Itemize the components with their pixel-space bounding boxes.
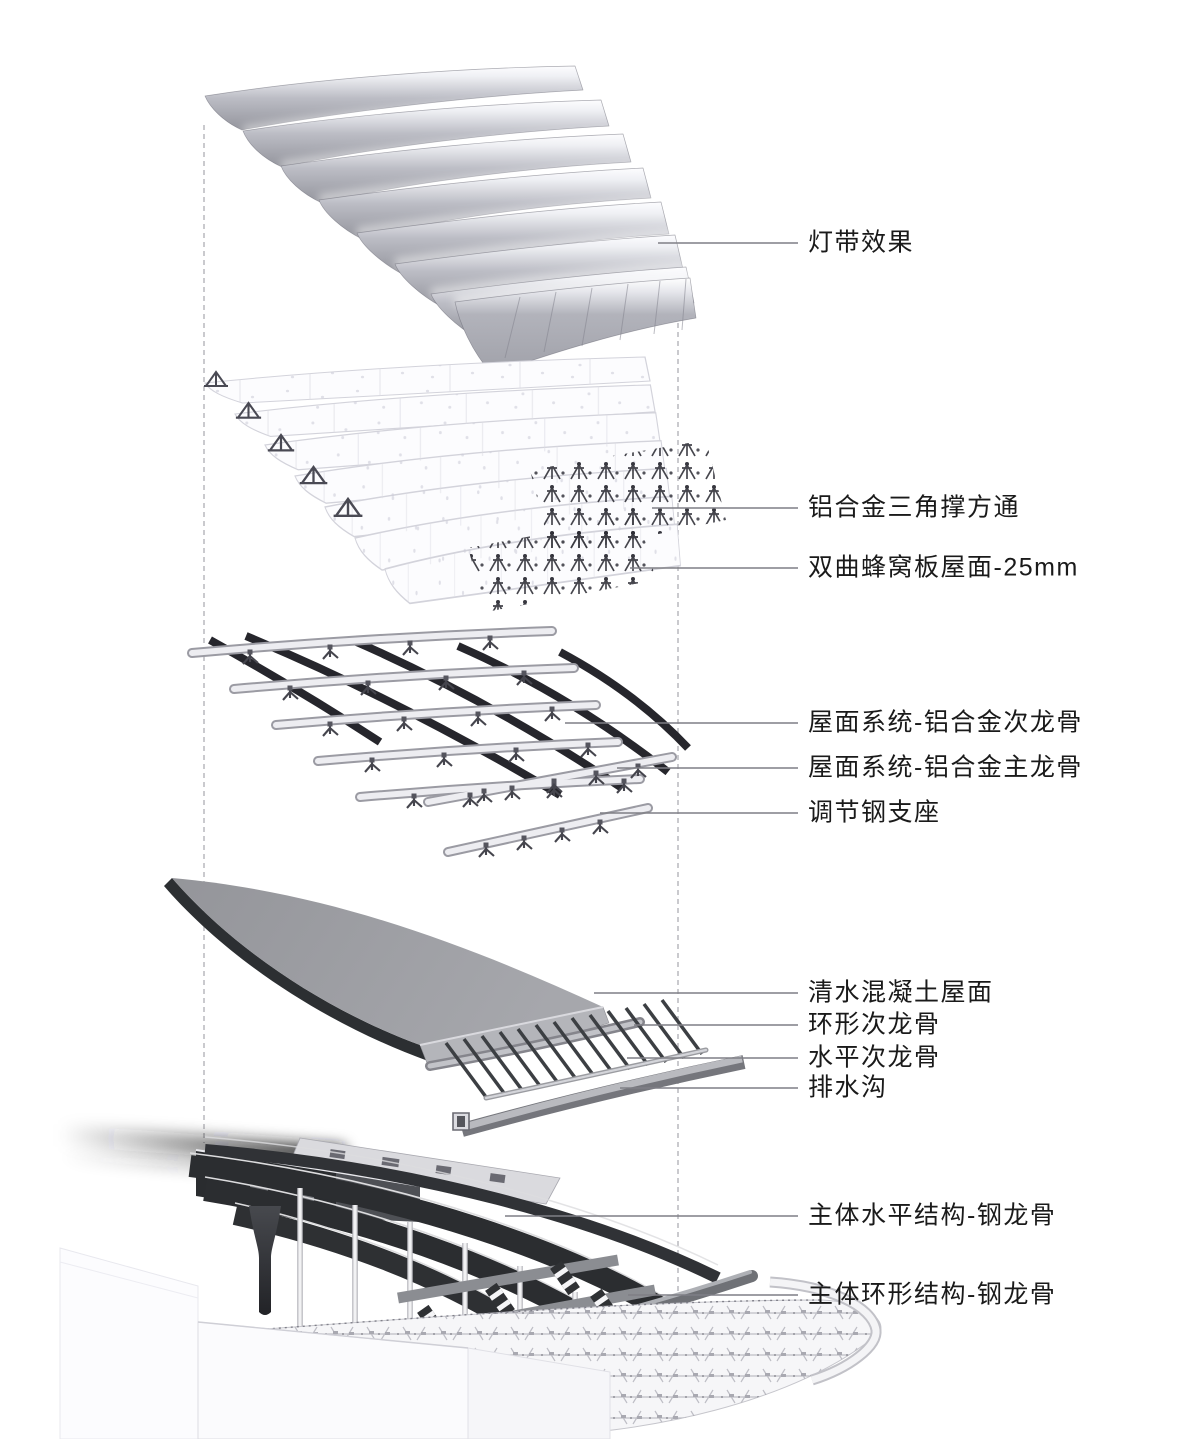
- label-roof-main-keel: 屋面系统-铝合金主龙骨: [808, 753, 1083, 782]
- concrete-slab-dark-edge: [164, 878, 428, 1061]
- base-blocks: [59, 1247, 611, 1439]
- label-roof-secondary-keel: 屋面系统-铝合金次龙骨: [808, 708, 1083, 737]
- label-concrete-roof: 清水混凝土屋面: [808, 978, 994, 1007]
- concrete-slab: [172, 878, 603, 1045]
- layer-main-structure: [59, 1124, 882, 1439]
- layer-honeycomb-roof: [203, 356, 726, 612]
- drainage-channel: [452, 1055, 746, 1137]
- ring-secondary-keel-rail: [425, 1017, 645, 1071]
- label-main-horizontal-structure: 主体水平结构-钢龙骨: [808, 1201, 1057, 1230]
- label-drainage-channel: 排水沟: [808, 1073, 888, 1102]
- label-light-strip-effect: 灯带效果: [808, 228, 915, 257]
- guide-lines: [203, 125, 679, 1316]
- label-aluminum-triangle-support: 铝合金三角撑方通: [808, 493, 1021, 522]
- layer-concrete-roof: [164, 878, 746, 1137]
- label-honeycomb-panel-roof: 双曲蜂窝板屋面-25mm: [808, 553, 1079, 582]
- support-column: [249, 1206, 281, 1315]
- label-horizontal-secondary-keel: 水平次龙骨: [808, 1043, 941, 1072]
- label-ring-secondary-keel: 环形次龙骨: [808, 1010, 941, 1039]
- horizontal-secondary-keel-bars: [444, 998, 704, 1099]
- panel-seams: [504, 278, 687, 359]
- leader-lines: [505, 242, 798, 1296]
- layer-light-strip-panels: [204, 61, 697, 375]
- triangle-support-cluster: [468, 440, 726, 612]
- label-adjustable-steel-support: 调节钢支座: [808, 798, 941, 827]
- label-main-ring-structure: 主体环形结构-钢龙骨: [808, 1280, 1057, 1309]
- main-keel-rails: [187, 626, 677, 857]
- layer-aluminum-keels: [187, 626, 691, 859]
